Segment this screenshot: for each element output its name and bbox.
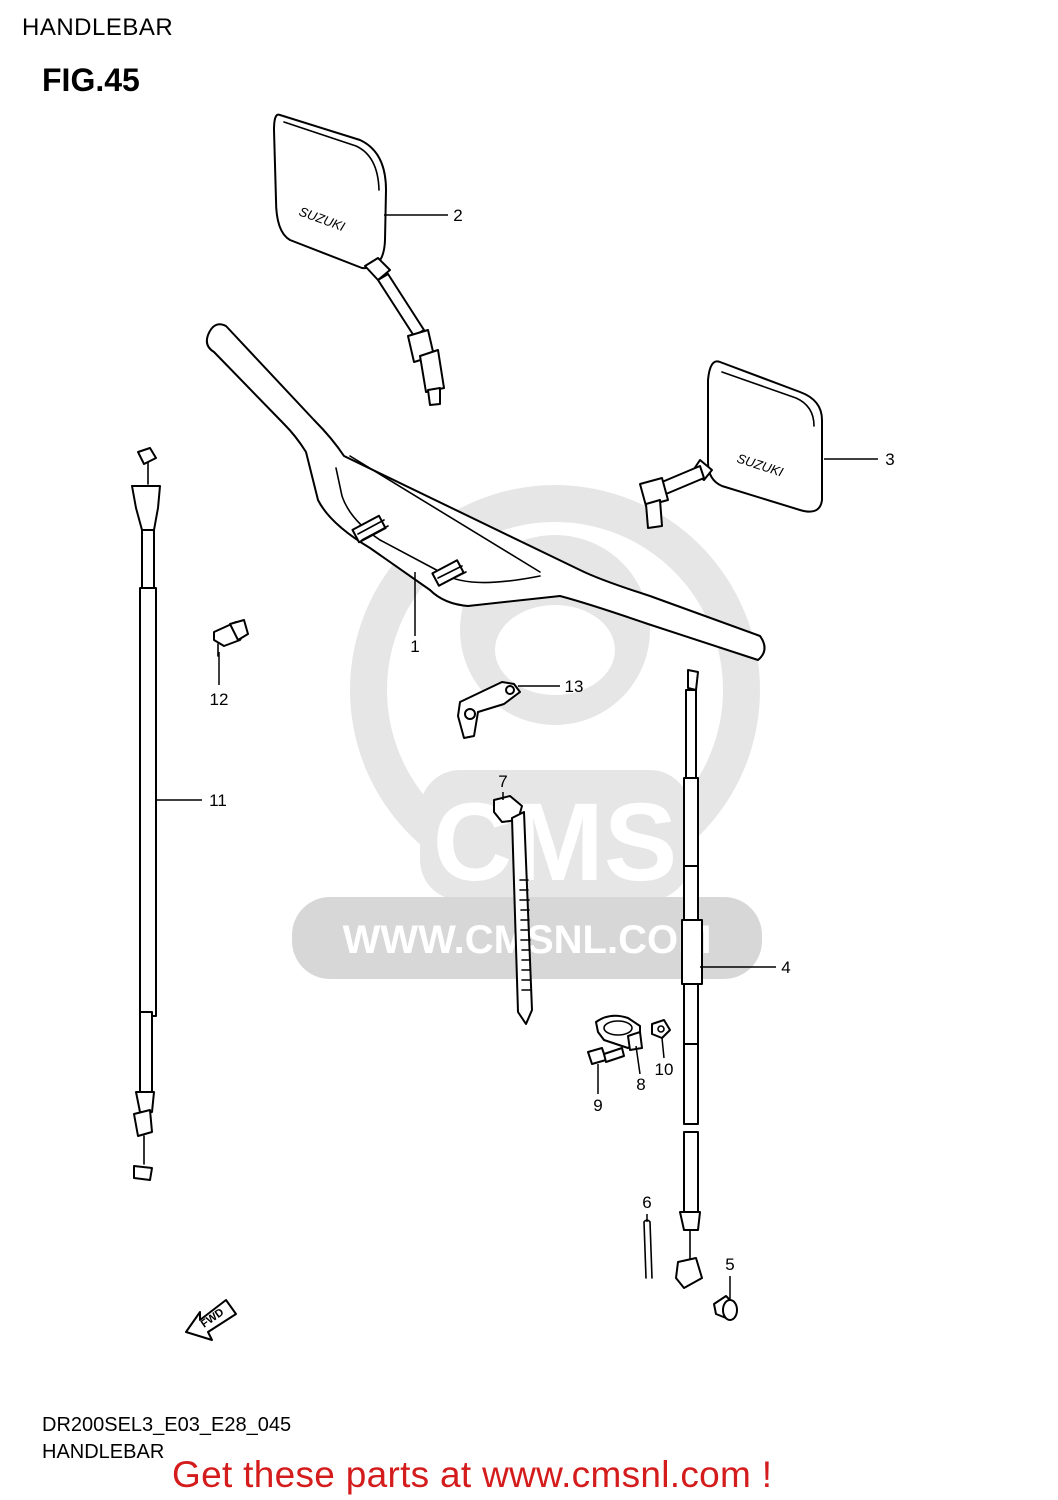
callout-13: 13: [565, 677, 584, 696]
cotter-pin: [643, 1219, 653, 1279]
screw: [587, 1047, 625, 1065]
callout-numbers: 1 2 3 4 5 6 7 8 9 10 11 12 13: [209, 206, 895, 1274]
callout-4: 4: [781, 958, 790, 977]
promo-link[interactable]: Get these parts at www.cmsnl.com !: [172, 1454, 773, 1495]
callout-11: 11: [209, 791, 227, 810]
diagram-code: DR200SEL3_E03_E28_045: [42, 1414, 292, 1436]
leader-lines: [157, 214, 878, 1300]
nut: [651, 1019, 671, 1039]
bracket: [457, 681, 521, 739]
callout-9: 9: [593, 1096, 602, 1115]
callout-10: 10: [655, 1060, 674, 1079]
footer-subtitle: HANDLEBAR: [42, 1441, 165, 1463]
fwd-arrow-icon: FWD: [185, 1299, 237, 1341]
callout-7: 7: [498, 772, 507, 791]
cable-clamp: [213, 619, 249, 657]
callout-1: 1: [410, 637, 419, 656]
watermark-brand: CMS: [433, 781, 677, 904]
section-title: HANDLEBAR: [22, 14, 174, 41]
clutch-cable: [675, 669, 703, 1289]
pin-bolt: [713, 1295, 738, 1321]
mirror-left: SUZUKI: [273, 113, 445, 406]
callout-3: 3: [885, 450, 894, 469]
throttle-cable: [131, 447, 161, 1181]
callout-8: 8: [636, 1075, 645, 1094]
handlebar: [205, 323, 766, 661]
figure-number: FIG.45: [42, 62, 140, 98]
mirror-right: SUZUKI: [639, 360, 823, 529]
callout-12: 12: [210, 690, 229, 709]
cable-guide-clamp: [595, 1014, 643, 1051]
cable-tie: [493, 795, 533, 1025]
callout-6: 6: [642, 1193, 651, 1212]
callout-2: 2: [453, 206, 462, 225]
callout-5: 5: [725, 1255, 734, 1274]
